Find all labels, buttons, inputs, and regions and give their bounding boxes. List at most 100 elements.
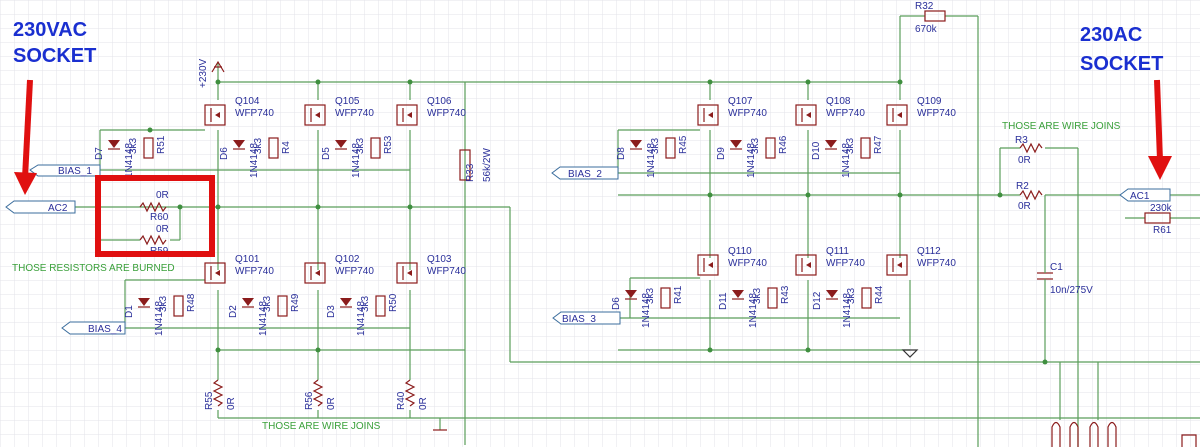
- net-port-ac1: AC1: [1119, 188, 1171, 202]
- right-socket-line1: 230AC: [1080, 24, 1142, 46]
- mosfet-ref: Q105: [335, 96, 360, 107]
- resistor-ref: R46: [778, 135, 789, 154]
- resistor-ref: R4: [281, 141, 292, 154]
- r60-ref: R60: [150, 212, 169, 223]
- diode-ref: D10: [811, 141, 822, 160]
- resistor-ref: R56: [304, 391, 315, 410]
- r3-ref: R3: [1015, 135, 1028, 146]
- net-ac2-label: AC2: [48, 203, 68, 214]
- mosfet-ref: Q109: [917, 96, 942, 107]
- resistor-r32: R32 670k: [915, 1, 946, 35]
- resistor-ref: R43: [780, 285, 791, 304]
- diode-ref: D6: [219, 147, 230, 160]
- resistor-value: 3k3: [158, 295, 169, 312]
- resistor-ref: R47: [873, 135, 884, 154]
- mosfet-type: WFP740: [728, 258, 767, 269]
- burned-resistors-note: THOSE RESISTORS ARE BURNED: [12, 263, 175, 274]
- resistor-r3: R3 0R: [1015, 135, 1043, 166]
- resistor-value: 3k3: [253, 137, 264, 154]
- resistor-r60: 0R R60: [139, 190, 169, 223]
- r60-value: 0R: [156, 190, 169, 201]
- r2-ref: R2: [1016, 181, 1029, 192]
- net-port-ac2: AC2: [5, 200, 76, 214]
- mosfet-ref: Q106: [427, 96, 452, 107]
- resistor-value: 3k3: [128, 137, 139, 154]
- net-port-bias2: BIAS_2: [551, 166, 619, 180]
- mosfet-type: WFP740: [335, 266, 374, 277]
- resistor-ref: R53: [383, 135, 394, 154]
- mosfet-ref: Q102: [335, 254, 360, 265]
- resistor-value: 3k3: [752, 287, 763, 304]
- resistor-value: 0R: [418, 397, 429, 410]
- resistor-value: 3k3: [750, 137, 761, 154]
- resistor-value: 3k3: [650, 137, 661, 154]
- diode-ref: D3: [326, 305, 337, 318]
- c1-value: 10n/275V: [1050, 285, 1093, 296]
- diode-ref: D11: [718, 292, 729, 310]
- diode-type: 1N4148: [154, 301, 165, 336]
- resistor-ref: R55: [204, 391, 215, 410]
- mosfet-ref: Q107: [728, 96, 753, 107]
- mosfet-type: WFP740: [427, 108, 466, 119]
- junction-dots: [147, 79, 1048, 365]
- left-socket-line2: SOCKET: [13, 45, 96, 67]
- wire-joins-note-top: THOSE ARE WIRE JOINS: [1002, 121, 1121, 132]
- mosfet-type: WFP740: [335, 108, 374, 119]
- net-bias1-label: BIAS_1: [58, 166, 92, 177]
- diode-type: 1N4148: [124, 143, 135, 178]
- mosfet-ref: Q110: [728, 246, 752, 257]
- mosfet-ref: Q112: [917, 246, 941, 257]
- mosfet-ref: Q101: [235, 254, 260, 265]
- diode-ref: D1: [124, 305, 135, 318]
- diode-type: 1N4148: [746, 143, 757, 178]
- left-socket-line1: 230VAC: [13, 19, 87, 41]
- r59-value: 0R: [156, 224, 169, 235]
- supply-label: +230V: [198, 58, 209, 88]
- resistor-ref: R41: [673, 285, 684, 304]
- net-ac1-label: AC1: [1130, 191, 1150, 202]
- diode-type: 1N4148: [842, 293, 853, 328]
- r61-value: 230k: [1150, 203, 1173, 214]
- r33-ref: R33: [465, 163, 476, 182]
- left-socket-arrow: [14, 79, 37, 195]
- diode-type: 1N4148: [748, 293, 759, 328]
- r61-ref: R61: [1153, 225, 1172, 236]
- diode-ref: D12: [812, 291, 823, 310]
- connector-pins: [1051, 421, 1197, 447]
- right-socket-arrow: [1148, 79, 1172, 180]
- diode-type: 1N4148: [641, 293, 652, 328]
- c1-ref: C1: [1050, 262, 1063, 273]
- wire-joins-note-bottom: THOSE ARE WIRE JOINS: [262, 421, 381, 432]
- mosfet-type: WFP740: [917, 258, 956, 269]
- resistor-value: 0R: [326, 397, 337, 410]
- resistor-value: 3k3: [846, 287, 857, 304]
- diode-type: 1N4148: [646, 143, 657, 178]
- r32-value: 670k: [915, 24, 938, 35]
- net-bias2-label: BIAS_2: [568, 169, 602, 180]
- diode-type: 1N4148: [351, 143, 362, 178]
